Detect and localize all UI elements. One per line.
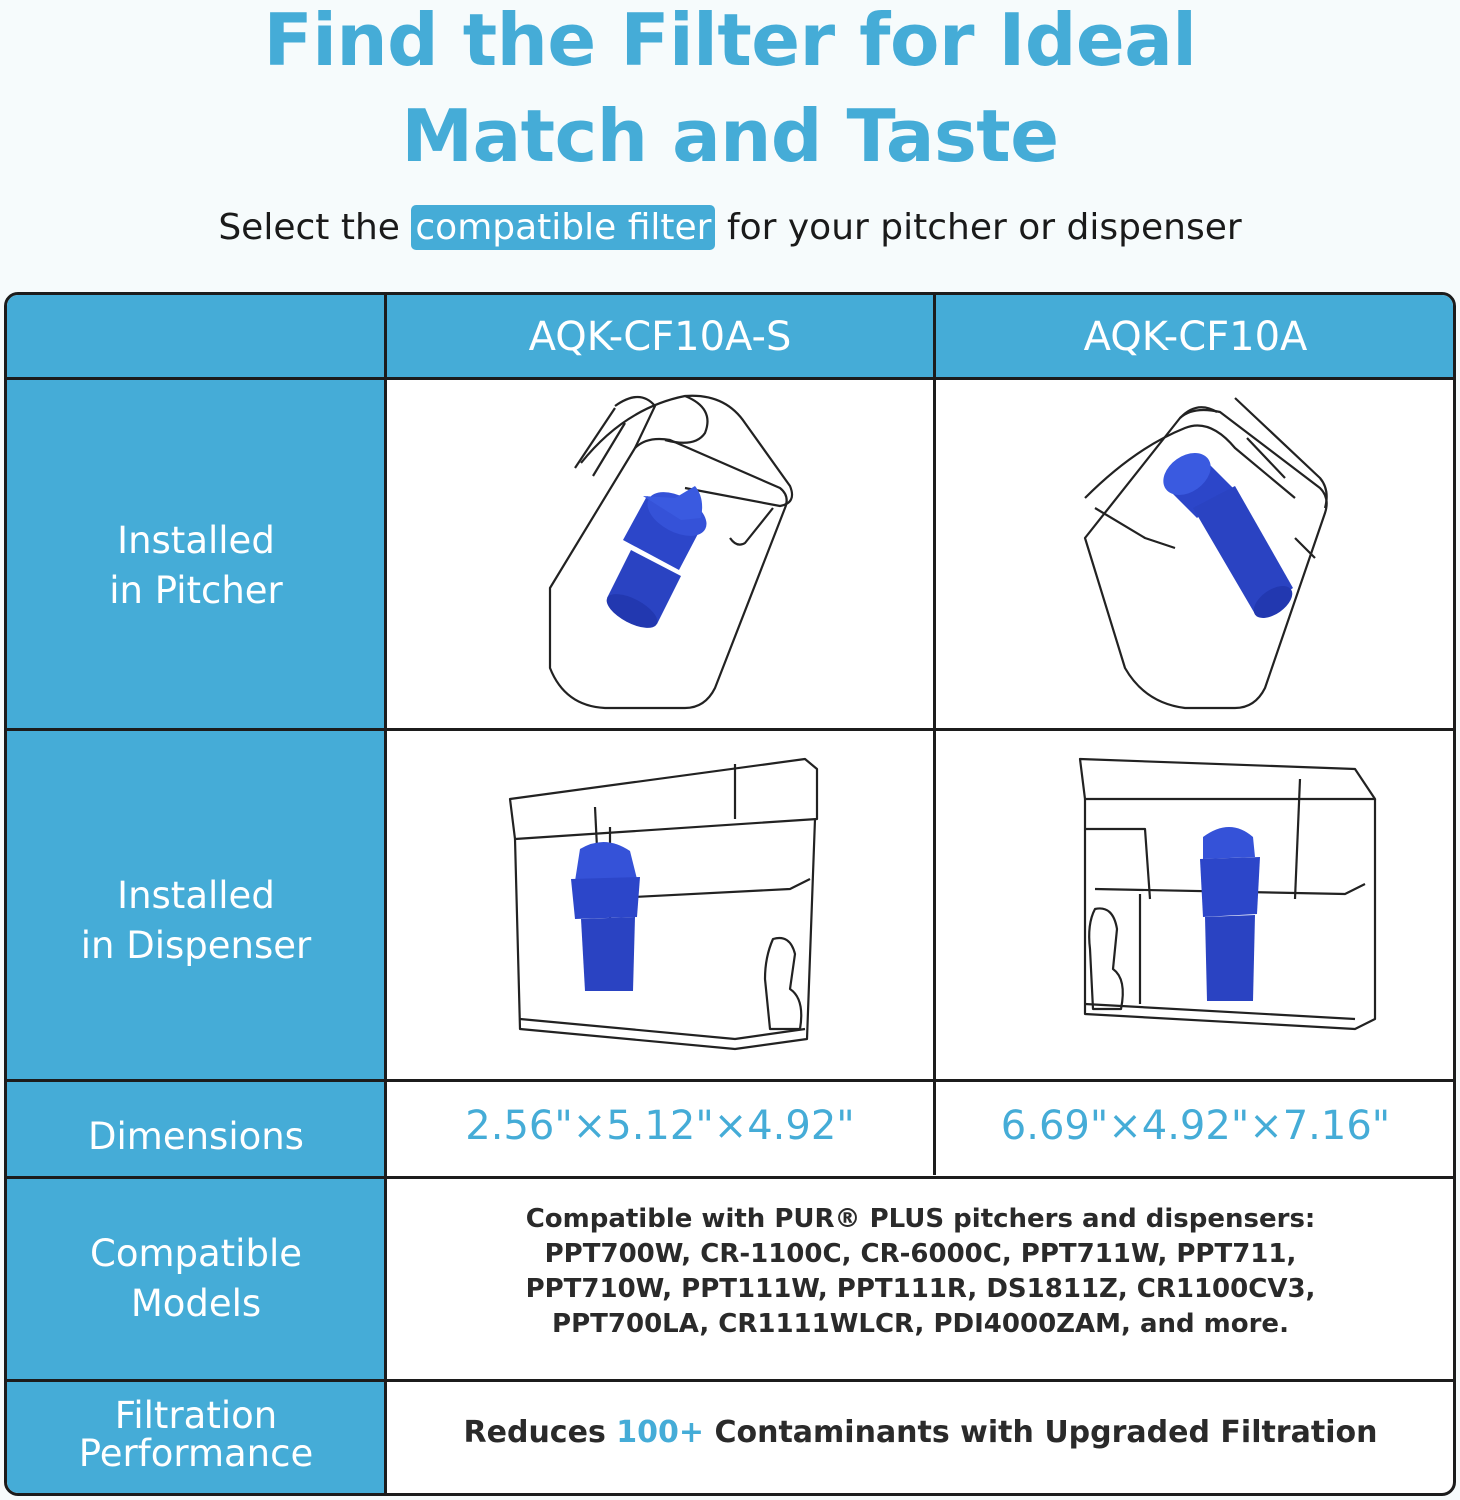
pitcher-image-aqk-cf10a xyxy=(935,378,1453,729)
filter-cartridge xyxy=(606,486,707,628)
title-line-2: Match and Taste xyxy=(401,94,1059,178)
compatible-line: PPT710W, PPT111W, PPT111R, DS1811Z, CR11… xyxy=(525,1273,1316,1304)
compatible-line: PPT700W, CR-1100C, CR-6000C, PPT711W, PP… xyxy=(544,1238,1297,1269)
row-label-filtration-performance: Filtration Performance xyxy=(7,1380,385,1493)
dispenser-image-aqk-cf10a xyxy=(935,729,1453,1080)
divider xyxy=(933,295,936,1175)
divider xyxy=(7,1079,1453,1082)
row-label-dispenser: Installed in Dispenser xyxy=(7,729,385,1080)
performance-text: Contaminants with Upgraded Filtration xyxy=(714,1415,1378,1450)
row-label-text: Installed xyxy=(117,873,275,917)
compatible-line: Compatible with PUR® PLUS pitchers and d… xyxy=(525,1203,1316,1234)
dispenser-image-aqk-cf10a-s xyxy=(385,729,935,1080)
row-label-compatible-models: Compatible Models xyxy=(7,1177,385,1380)
comparison-table: AQK-CF10A-S AQK-CF10A Installed in Pitch… xyxy=(4,292,1456,1496)
row-label-pitcher: Installed in Pitcher xyxy=(7,378,385,729)
row-label-text: Installed xyxy=(117,518,275,562)
dimensions-value: 2.56"×5.12"×4.92" xyxy=(465,1102,855,1149)
filter-cartridge xyxy=(1200,827,1260,1001)
dimensions-aqk-cf10a-s: 2.56"×5.12"×4.92" xyxy=(385,1080,935,1177)
column-header-label: AQK-CF10A xyxy=(1083,313,1308,360)
pitcher-image-aqk-cf10a-s xyxy=(385,378,935,729)
filtration-performance-text: Reduces 100+ Contaminants with Upgraded … xyxy=(385,1380,1453,1493)
row-label-dimensions: Dimensions xyxy=(7,1080,385,1177)
performance-accent: 100+ xyxy=(616,1415,705,1450)
row-label-text: in Pitcher xyxy=(109,568,283,612)
row-label-text: in Dispenser xyxy=(80,923,312,967)
subtitle-after: for your pitcher or dispenser xyxy=(726,207,1242,248)
subtitle-highlight: compatible filter xyxy=(411,205,716,250)
filter-cartridge xyxy=(1163,453,1293,618)
compatible-models-text: Compatible with PUR® PLUS pitchers and d… xyxy=(385,1177,1453,1380)
divider xyxy=(384,295,387,1493)
divider xyxy=(7,1379,1453,1382)
column-header-aqk-cf10a-s: AQK-CF10A-S xyxy=(385,295,935,378)
divider xyxy=(7,1176,1453,1179)
dimensions-aqk-cf10a: 6.69"×4.92"×7.16" xyxy=(935,1080,1453,1177)
subtitle: Select the compatible filter for your pi… xyxy=(0,198,1460,258)
row-label-text: Compatible xyxy=(90,1231,302,1275)
compatible-line: PPT700LA, CR1111WLCR, PDI4000ZAM, and mo… xyxy=(552,1308,1289,1339)
page-title: Find the Filter for Ideal Match and Tast… xyxy=(0,0,1460,184)
row-label-text: Models xyxy=(130,1281,262,1325)
dimensions-value: 6.69"×4.92"×7.16" xyxy=(1000,1102,1391,1149)
title-line-1: Find the Filter for Ideal xyxy=(263,0,1197,82)
column-header-label: AQK-CF10A-S xyxy=(528,313,792,360)
performance-text: Reduces xyxy=(463,1415,606,1450)
row-label-text: Filtration xyxy=(114,1393,278,1437)
divider xyxy=(7,728,1453,731)
column-header-aqk-cf10a: AQK-CF10A xyxy=(935,295,1453,378)
row-label-text: Dimensions xyxy=(88,1114,304,1158)
header-corner xyxy=(7,295,385,378)
subtitle-before: Select the xyxy=(218,207,400,248)
filter-cartridge xyxy=(571,841,640,991)
row-label-text: Performance xyxy=(78,1431,314,1475)
divider xyxy=(7,377,1453,380)
